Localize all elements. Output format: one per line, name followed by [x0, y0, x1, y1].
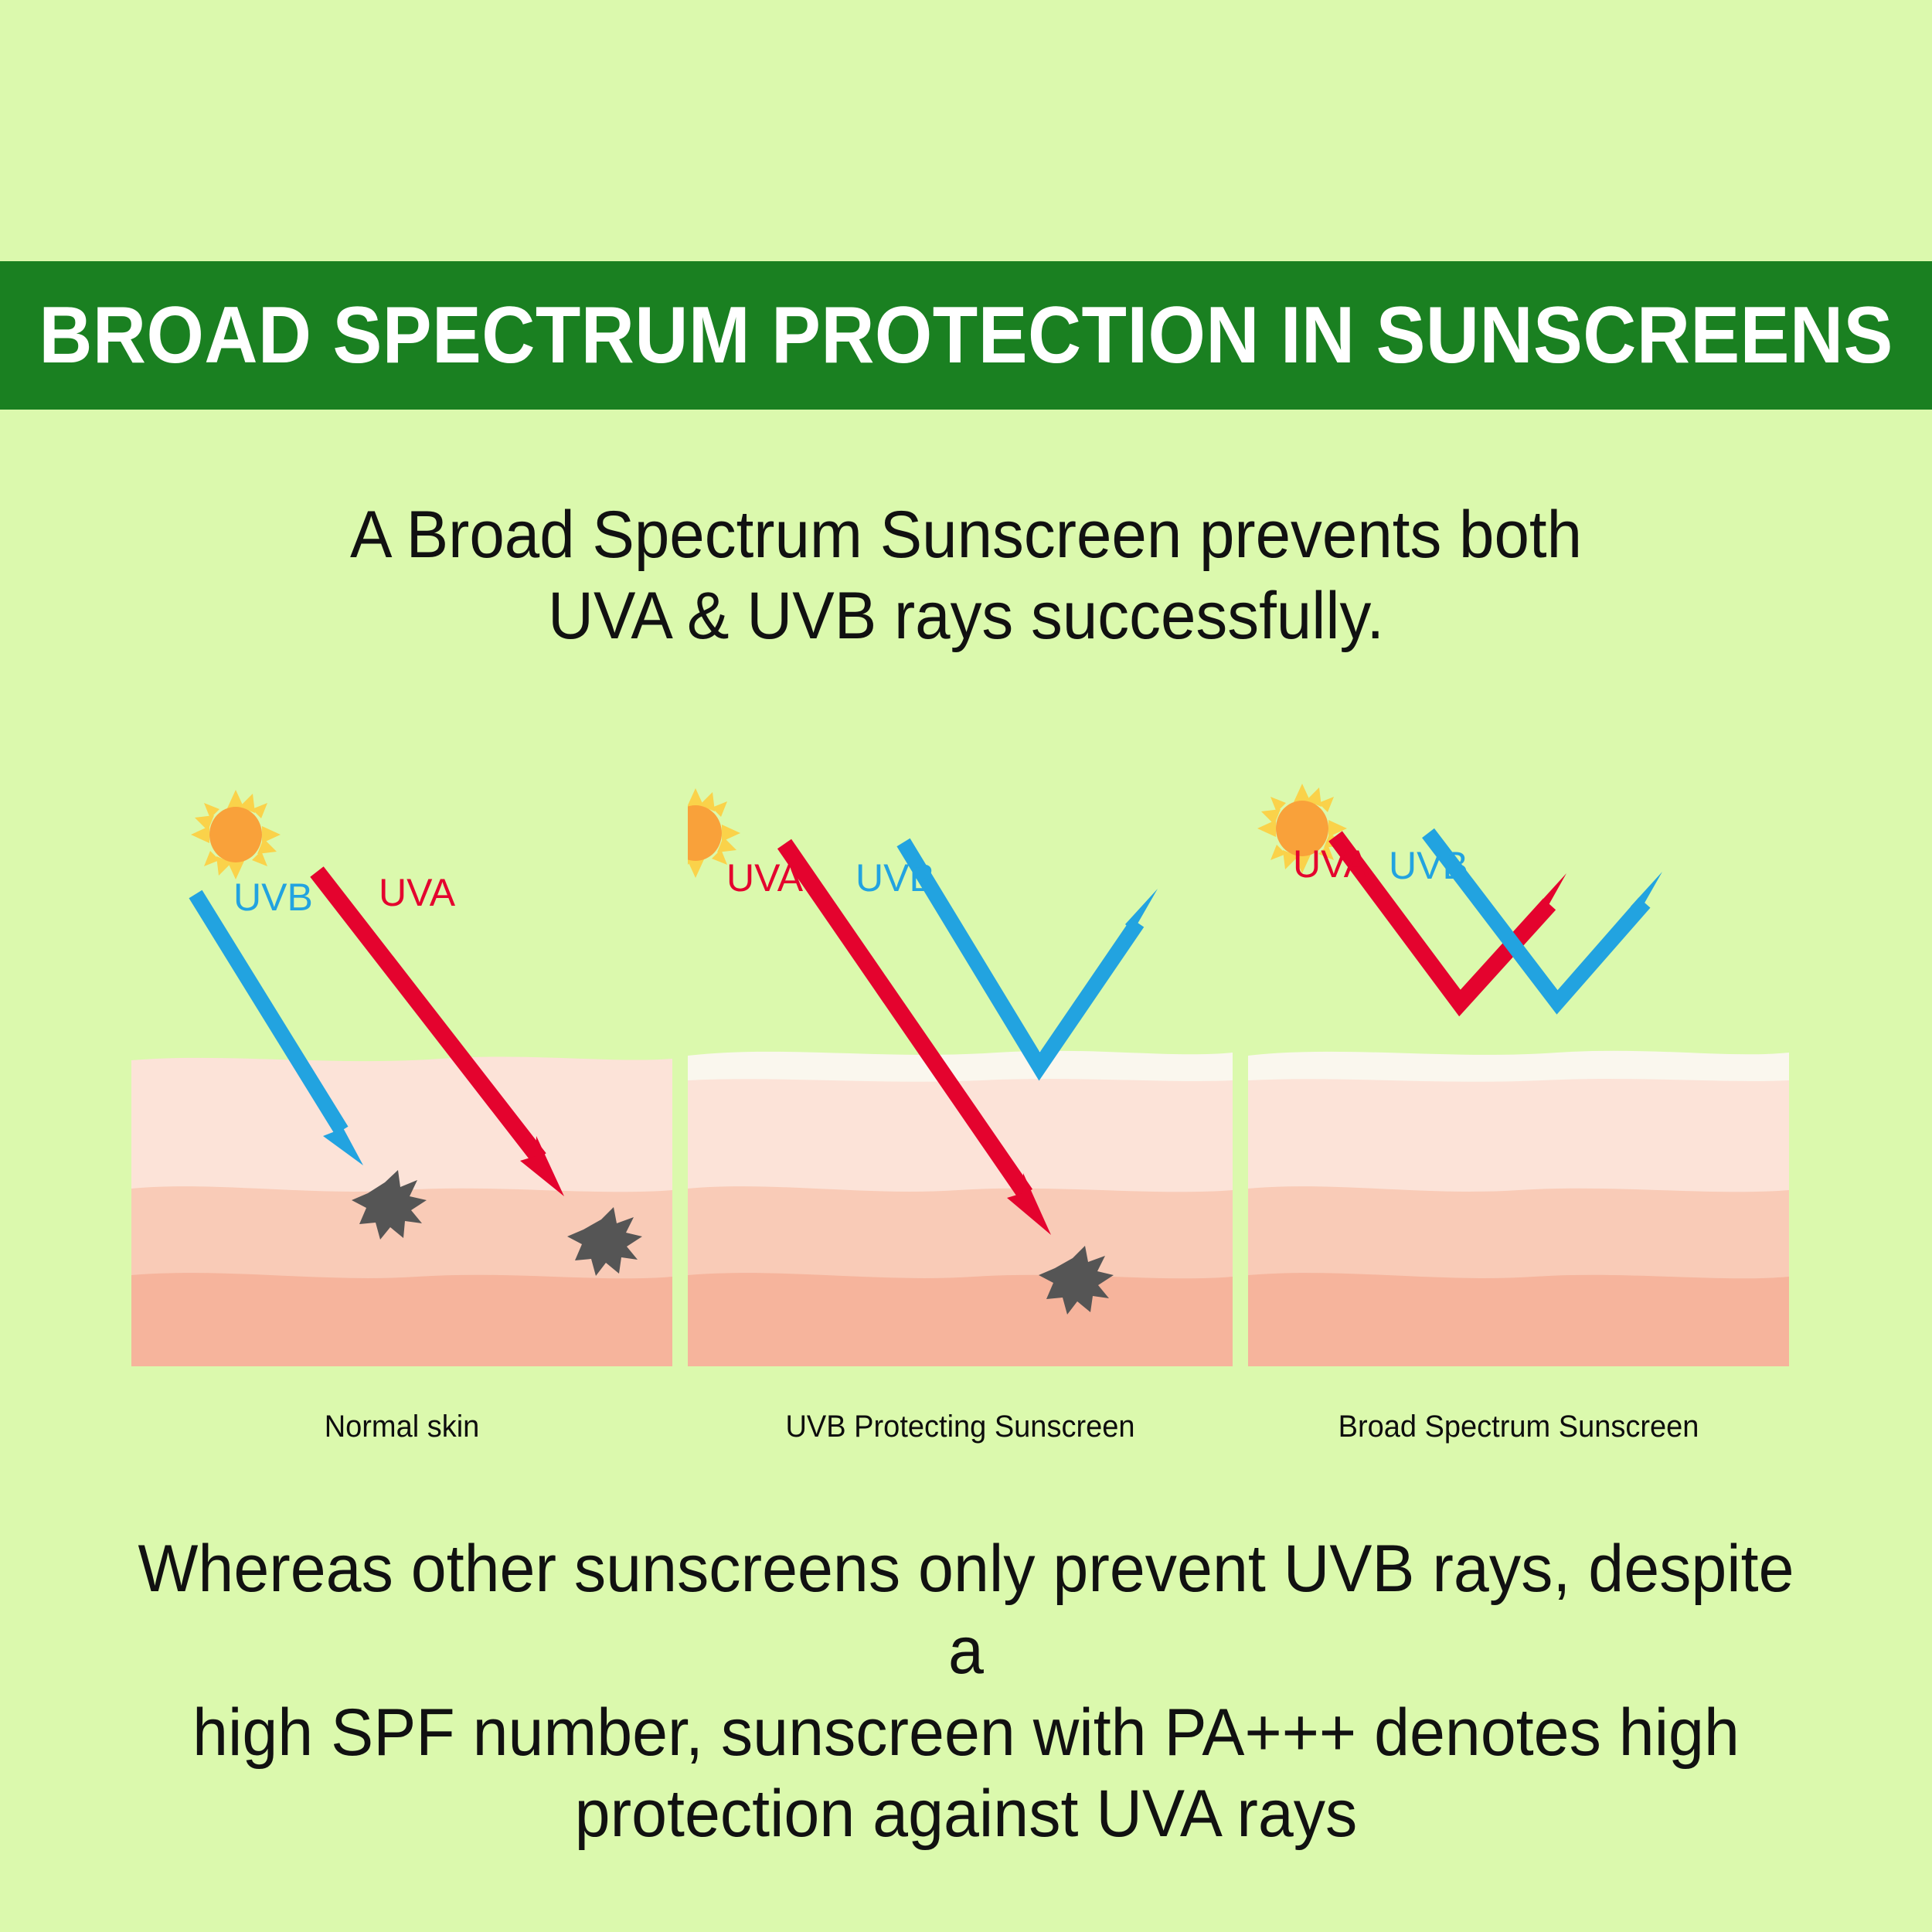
footer-line-3: protection against UVA rays [574, 1777, 1358, 1852]
label-uva: UVA [1293, 842, 1370, 886]
label-uvb: UVB [233, 876, 313, 919]
skin-layer-hypodermis [688, 1273, 1233, 1366]
sun-disc [209, 807, 262, 862]
caption-normal-skin: Normal skin [324, 1410, 480, 1444]
sun-icon [688, 788, 740, 878]
skin-layer-hypodermis [1248, 1273, 1789, 1366]
ray-uva-penetrating [777, 838, 1051, 1235]
damage-burst-uvb [352, 1170, 427, 1240]
sun-icon [191, 790, 281, 879]
skin-block [131, 1056, 672, 1366]
damage-burst-uva [1039, 1246, 1114, 1315]
footer-paragraph: Whereas other sunscreens only prevent UV… [113, 1529, 1819, 1855]
panel-uvb-protecting-sunscreen: UVA UVB [688, 773, 1233, 1468]
ray-uva-penetrating [310, 866, 564, 1196]
arrowhead-uva [520, 1136, 564, 1196]
label-uva: UVA [379, 871, 456, 914]
sun-rays [688, 788, 740, 878]
skin-layer-hypodermis [131, 1273, 672, 1366]
caption-uvb-protecting-sunscreen: UVB Protecting Sunscreen [785, 1410, 1135, 1444]
ray-uvb-penetrating [189, 889, 363, 1165]
label-uvb: UVB [855, 856, 935, 900]
diagram-panels: UVB UVA [0, 773, 1932, 1468]
page-title: BROAD SPECTRUM PROTECTION IN SUNSCREENS [39, 291, 1893, 380]
arrowhead-uva [1007, 1173, 1051, 1235]
title-banner: BROAD SPECTRUM PROTECTION IN SUNSCREENS [0, 261, 1932, 410]
arrowhead-uvb [323, 1114, 363, 1165]
skin-block [1248, 1050, 1789, 1366]
damage-burst-uva [567, 1207, 642, 1276]
sun-icon [1257, 784, 1347, 873]
headline-line-2: UVA & UVB rays successfully. [547, 578, 1385, 653]
footer-line-2: high SPF number, sunscreen with PA+++ de… [192, 1695, 1740, 1770]
ray-uvb-reflected [896, 838, 1145, 1081]
arrowhead-uvb [1125, 889, 1158, 945]
headline-line-1: A Broad Spectrum Sunscreen prevents both [349, 498, 1583, 572]
arrowhead-uvb [1631, 872, 1662, 927]
panel-normal-skin: UVB UVA [131, 773, 672, 1468]
caption-broad-spectrum-sunscreen: Broad Spectrum Sunscreen [1338, 1410, 1699, 1444]
ray-uva-reflected [1328, 831, 1556, 1017]
label-uvb: UVB [1389, 844, 1468, 887]
arrowhead-uva [1535, 873, 1566, 930]
headline-text: A Broad Spectrum Sunscreen prevents both… [49, 495, 1884, 657]
label-uva: UVA [726, 856, 804, 900]
ray-uvb-reflected [1422, 828, 1651, 1015]
sun-disc [688, 805, 722, 861]
panel-broad-spectrum-sunscreen: UVA UVB [1248, 773, 1789, 1468]
footer-line-1: Whereas other sunscreens only prevent UV… [138, 1532, 1794, 1688]
sun-disc [1276, 801, 1328, 856]
